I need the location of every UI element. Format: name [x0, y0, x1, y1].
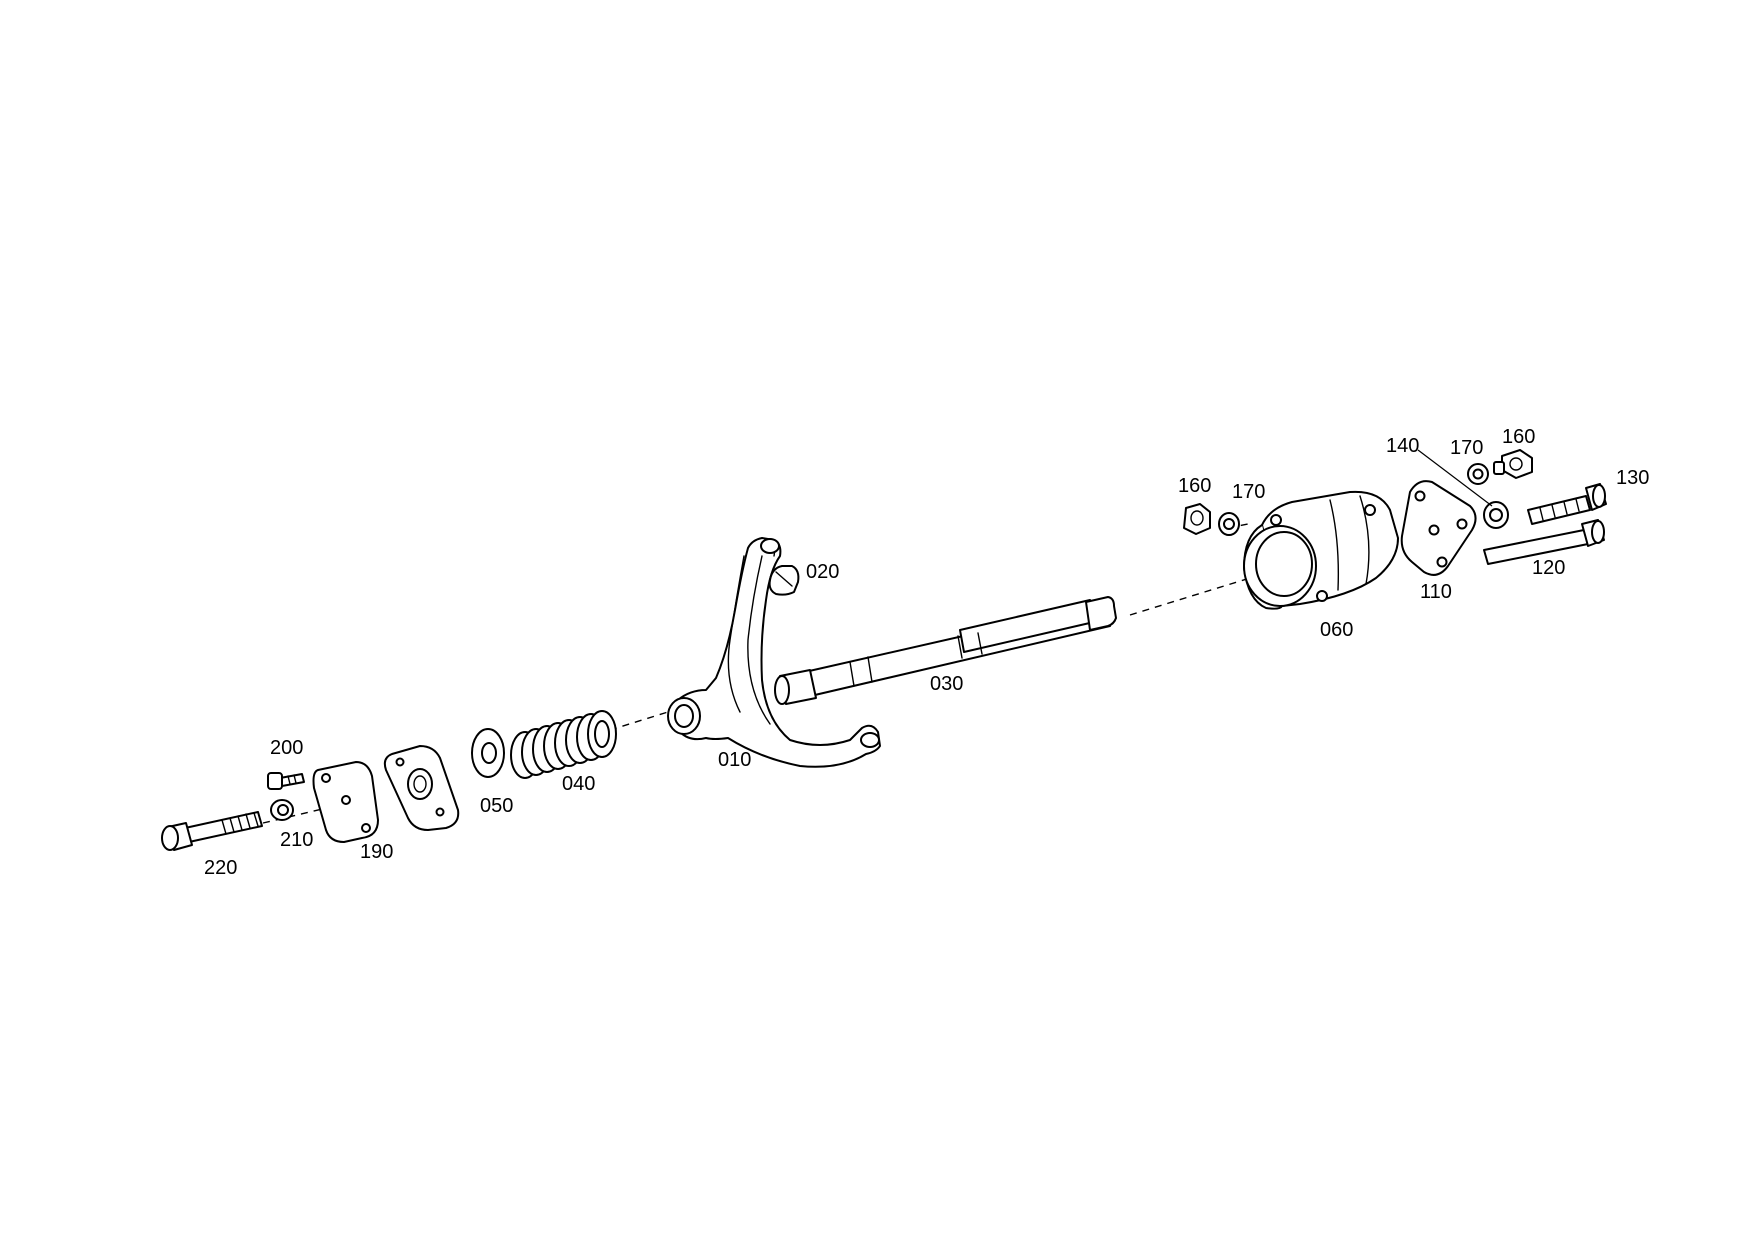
part-210-nut — [270, 799, 294, 821]
label-010: 010 — [718, 749, 751, 771]
label-220: 220 — [204, 857, 237, 879]
label-030: 030 — [930, 673, 963, 695]
label-120: 120 — [1532, 557, 1565, 579]
part-190-cover-plate — [312, 761, 379, 843]
part-020-slide-pad — [768, 565, 800, 596]
part-050-washer — [471, 728, 505, 778]
label-050: 050 — [480, 795, 513, 817]
part-gasket — [383, 745, 460, 831]
part-010-shift-fork — [667, 537, 881, 768]
part-170-washer-left — [1218, 512, 1240, 536]
label-170-left: 170 — [1232, 481, 1265, 503]
leader-line-140 — [1417, 449, 1493, 507]
part-170-washer-right — [1467, 463, 1489, 485]
label-040: 040 — [562, 773, 595, 795]
part-120-long-bolt — [1483, 519, 1605, 565]
label-170-right: 170 — [1450, 437, 1483, 459]
label-140: 140 — [1386, 435, 1419, 457]
label-130: 130 — [1616, 467, 1649, 489]
label-110: 110 — [1420, 581, 1452, 603]
part-060-housing — [1243, 490, 1399, 610]
label-160-left: 160 — [1178, 475, 1211, 497]
part-160-nut-left — [1183, 503, 1211, 535]
label-200: 200 — [270, 737, 303, 759]
part-030-shift-rod — [774, 596, 1117, 705]
label-160-right: 160 — [1502, 426, 1535, 448]
label-060: 060 — [1320, 619, 1353, 641]
part-140-nut — [1483, 501, 1509, 529]
part-number-labels: 010 020 030 040 050 060 110 120 130 140 … — [204, 426, 1649, 879]
part-130-bolt — [1527, 483, 1607, 525]
part-200-small-screw — [267, 772, 305, 790]
label-020: 020 — [806, 561, 839, 583]
part-040-coil-spring — [510, 710, 617, 779]
part-220-hex-bolt — [161, 811, 263, 851]
label-190: 190 — [360, 841, 393, 863]
part-160-nut-right — [1493, 449, 1533, 479]
part-110-flange-plate — [1400, 480, 1477, 576]
label-210: 210 — [280, 829, 313, 851]
